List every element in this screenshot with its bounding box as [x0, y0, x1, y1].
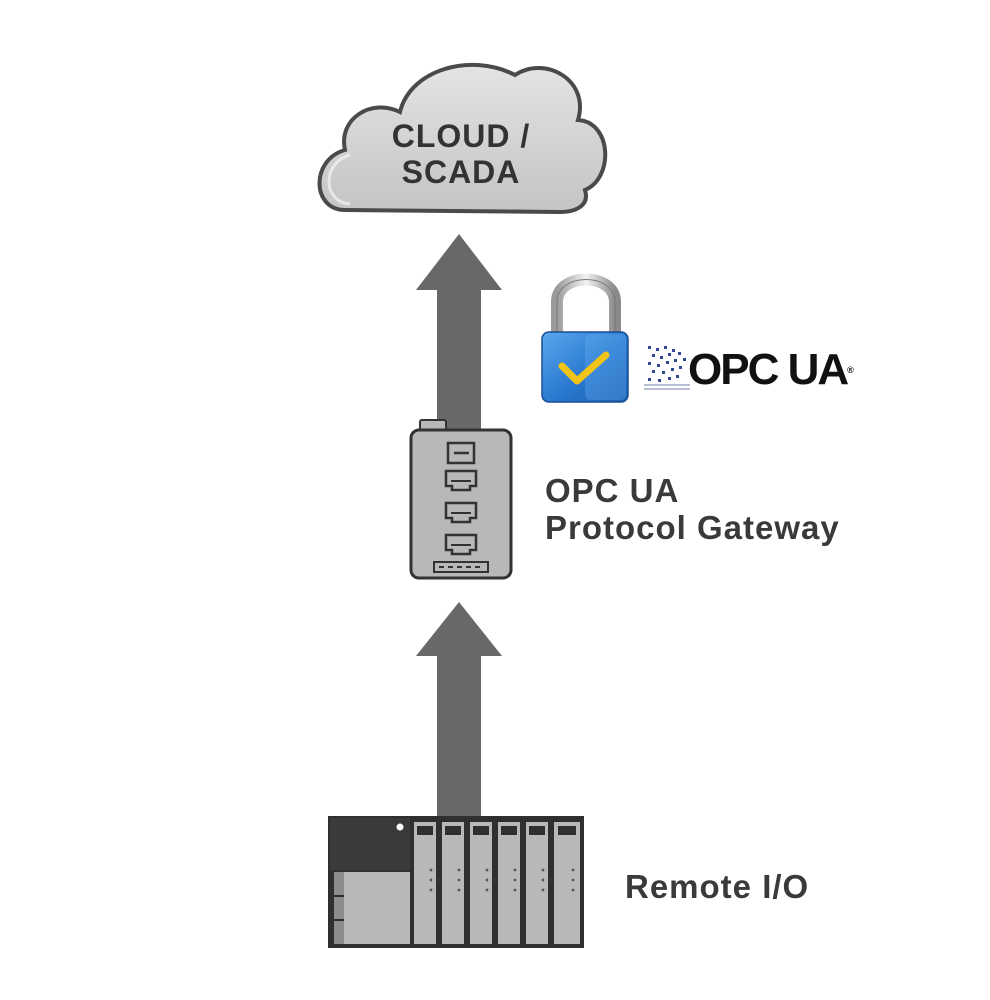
- remote-io-device-icon: [328, 816, 584, 948]
- opc-ua-wordmark: OPC UA: [688, 345, 849, 394]
- cloud-label-line2: SCADA: [401, 154, 521, 190]
- cloud-label: CLOUD / SCADA: [330, 118, 592, 190]
- gateway-device-icon: [409, 419, 513, 580]
- registered-mark: ®: [847, 365, 854, 375]
- gateway-label-line1: OPC UA: [545, 472, 680, 509]
- gateway-label-line2: Protocol Gateway: [545, 509, 840, 546]
- cloud-icon: [317, 62, 608, 215]
- cloud-label-line1: CLOUD /: [391, 118, 531, 154]
- remote-io-label: Remote I/O: [625, 868, 810, 905]
- opc-ua-logo: [644, 346, 690, 390]
- padlock-icon: [541, 273, 629, 403]
- opc-ua-logo-text: OPC UA®: [688, 348, 854, 392]
- arrow-up-icon: [416, 602, 502, 826]
- gateway-label: OPC UA Protocol Gateway: [545, 472, 840, 546]
- arrow-up-icon: [416, 234, 502, 432]
